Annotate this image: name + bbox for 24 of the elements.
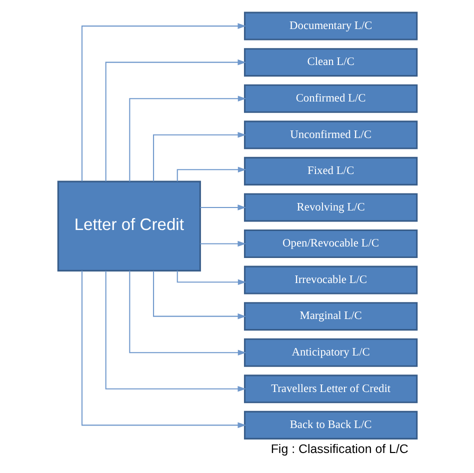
node-box: Unconfirmed L/C [243,120,418,150]
node-box: Irrevocable L/C [243,266,418,294]
arrow [128,270,246,356]
arrow [152,132,246,182]
arrow [128,96,246,182]
node-box: Revolving L/C [243,193,418,222]
node-box: Fixed L/C [243,156,418,186]
node-box: Clean L/C [243,48,418,77]
node-box: Marginal L/C [243,302,418,331]
arrow [200,204,246,210]
node-box: Open/Revocable L/C [243,230,418,258]
node-box: Confirmed L/C [243,84,418,113]
arrow [104,271,246,392]
caption: Fig : Classification of L/C [270,442,408,456]
node-box: Travellers Letter of Credit [243,374,418,404]
node-box: Documentary L/C [243,12,418,40]
node-box: Anticipatory L/C [243,338,418,367]
arrow [104,59,246,182]
arrow [152,270,246,320]
node-box: Back to Back L/C [243,410,418,440]
arrow [80,23,246,182]
arrow [200,240,246,247]
node-box: Letter of Credit [56,180,200,272]
arrow [80,270,246,428]
